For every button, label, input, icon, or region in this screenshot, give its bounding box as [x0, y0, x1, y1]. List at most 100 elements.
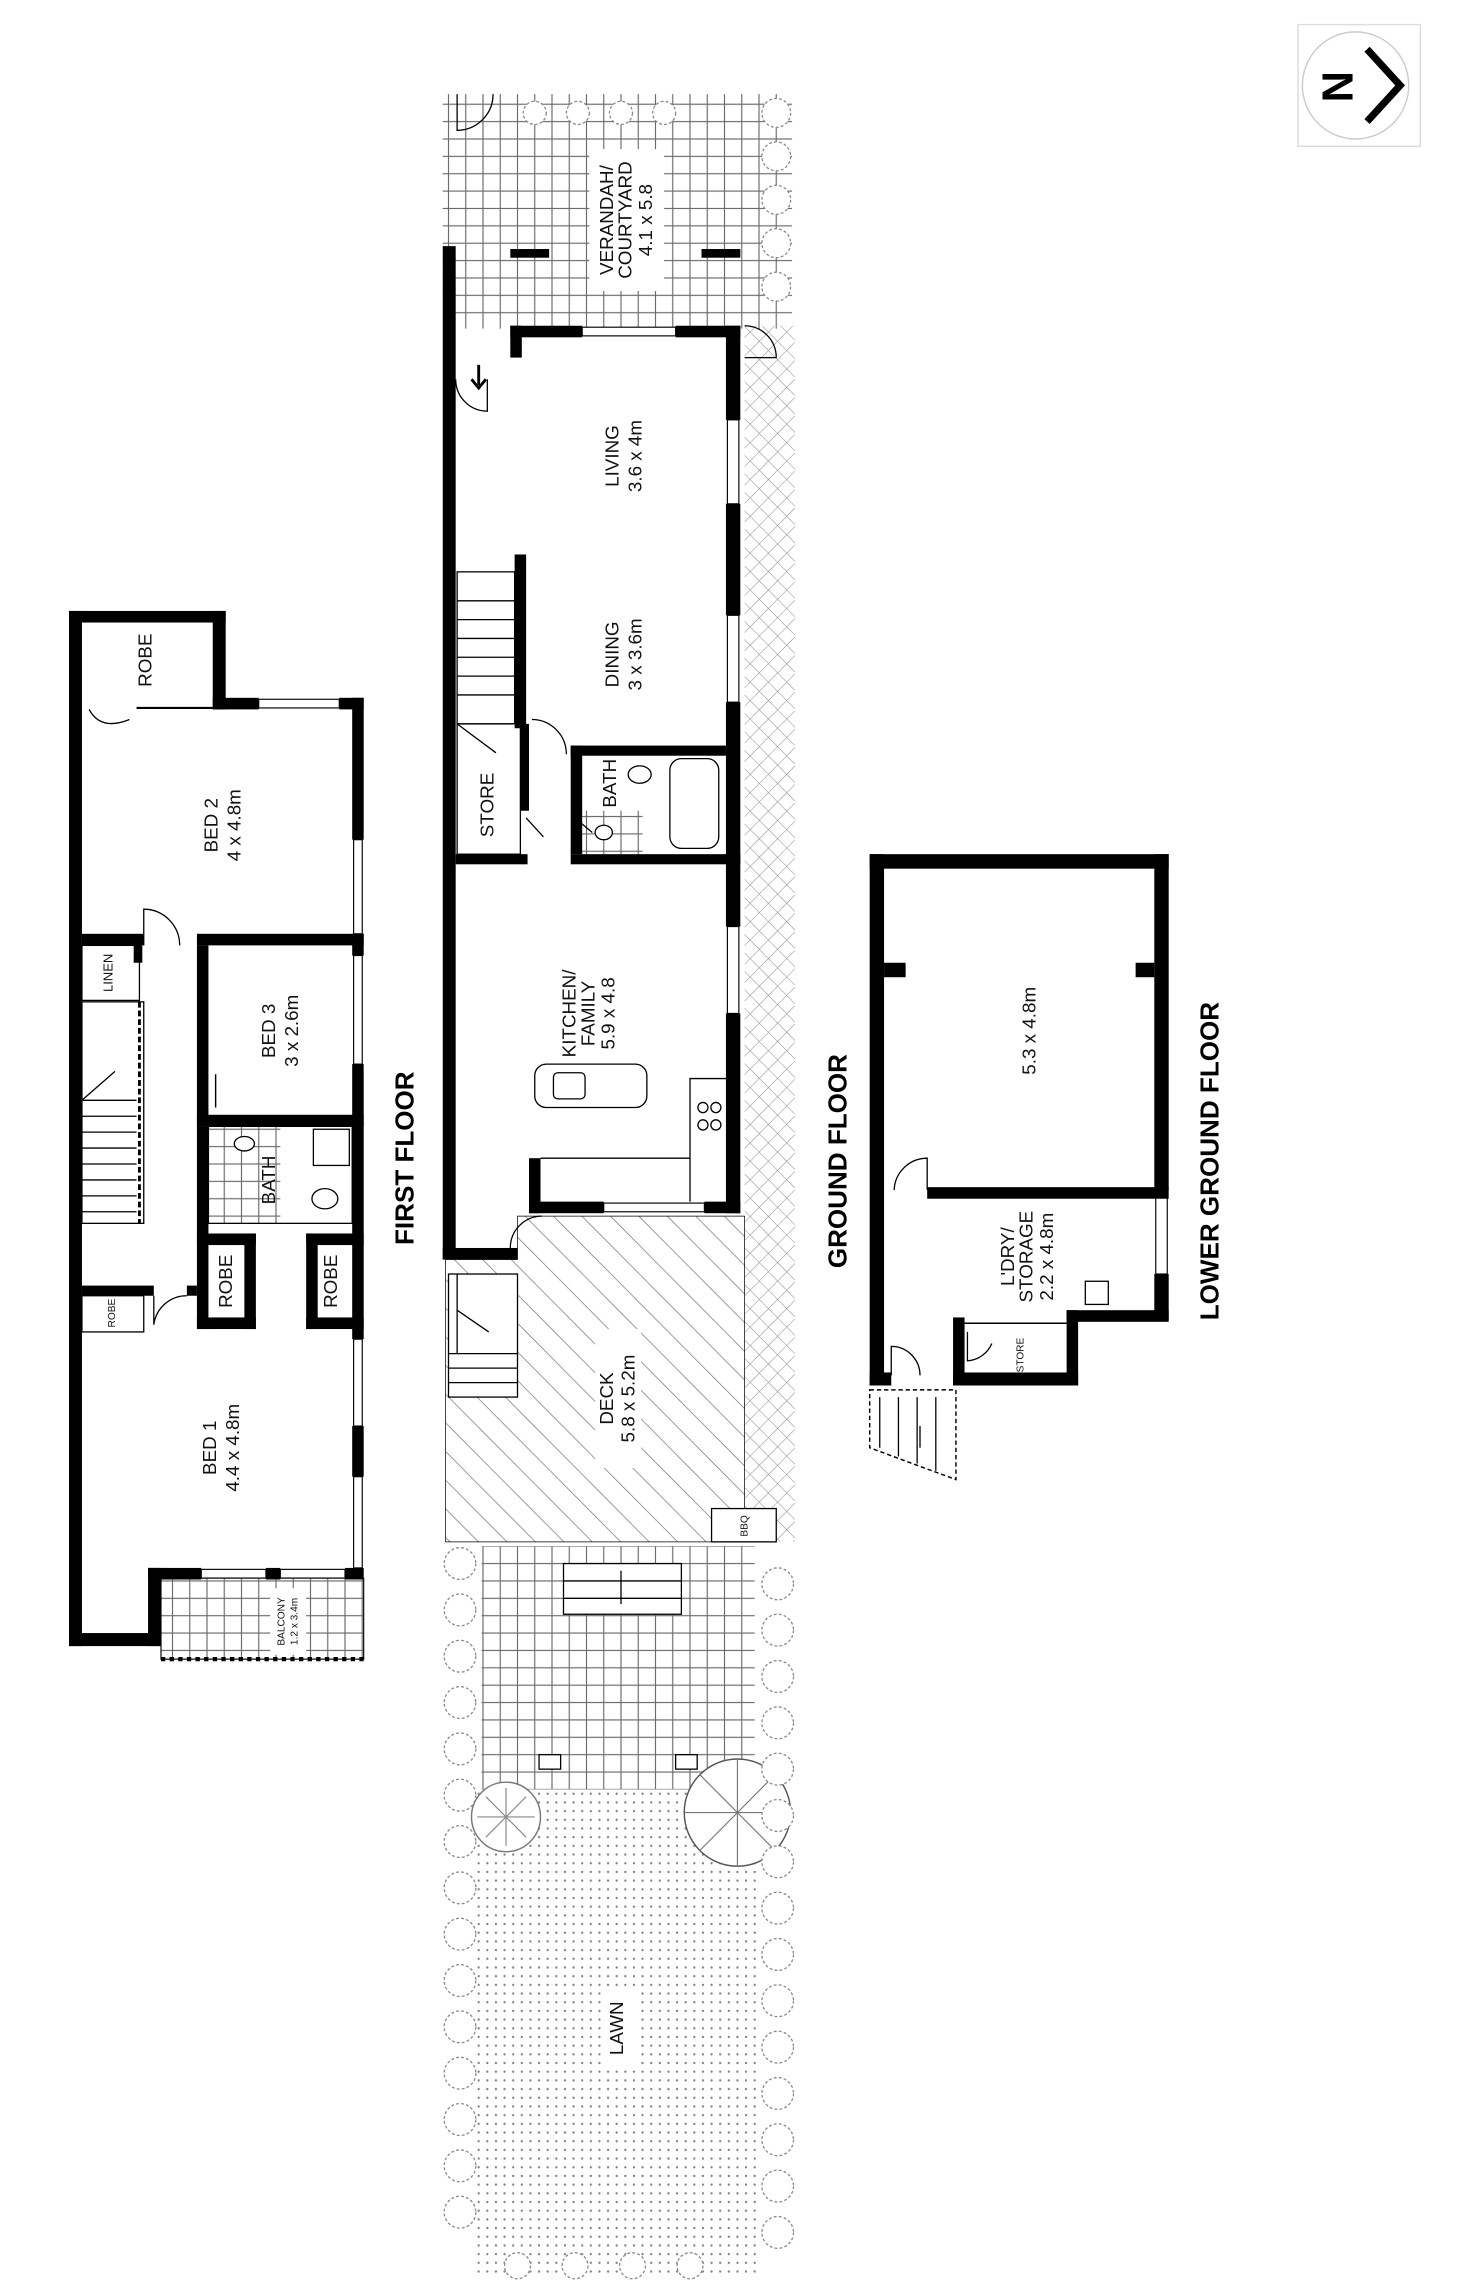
cooktop-burner: [697, 1101, 709, 1114]
garden-shrub: [443, 1732, 477, 1766]
living-name: LIVING: [602, 425, 623, 487]
wall: [81, 933, 144, 946]
wall: [81, 1285, 154, 1296]
door-swing: [890, 1345, 921, 1376]
door-swing: [455, 379, 488, 412]
garden-shrub: [443, 1917, 477, 1951]
garden-shrub: [565, 100, 591, 126]
garden-shrub: [651, 100, 677, 126]
stair-treads: [81, 1070, 137, 1213]
door-swing: [744, 325, 777, 359]
wall: [869, 854, 1169, 869]
garden-shrub: [761, 1613, 795, 1647]
wall: [352, 1064, 364, 1340]
wall: [1135, 962, 1155, 978]
kitchen-island: [534, 1063, 648, 1109]
door-swing: [893, 1157, 928, 1191]
wall: [148, 1567, 161, 1647]
deck-name: DECK: [596, 1372, 617, 1425]
garden-shrub: [443, 2102, 477, 2137]
garden-shrub: [761, 1891, 795, 1925]
garden-shrub: [761, 2076, 795, 2111]
garden-shrub: [761, 1752, 795, 1786]
deck-size: 5.8 x 5.2m: [618, 1355, 639, 1443]
window: [581, 326, 677, 337]
garden-shrub: [443, 1871, 477, 1905]
bed2-size: 4 x 4.8m: [224, 789, 245, 861]
garden-shrub: [761, 184, 792, 215]
wall: [520, 723, 529, 811]
wall: [570, 854, 741, 865]
verandah-label-box: [589, 149, 665, 291]
wall: [725, 702, 741, 927]
window: [258, 698, 340, 709]
robe-small-label: ROBE: [107, 1299, 118, 1328]
window: [200, 1568, 267, 1579]
window: [279, 1568, 346, 1579]
wall: [1154, 854, 1169, 1191]
garden-shrub: [761, 1937, 795, 1972]
first-floor-title: FIRST FLOOR: [390, 1071, 420, 1245]
wall: [306, 1233, 318, 1330]
window: [603, 1202, 705, 1213]
linen-label: LINEN: [101, 954, 116, 992]
wall: [186, 1285, 197, 1296]
step-treads: [563, 1570, 682, 1605]
wall: [455, 854, 528, 865]
wall: [953, 1372, 1079, 1386]
toilet: [311, 1187, 339, 1210]
balcony-floor: [160, 1577, 365, 1660]
garden-shrub: [676, 2252, 704, 2280]
stair-outline: [868, 1389, 957, 1481]
deck-stairs: [447, 1273, 519, 1398]
garden-shrub: [761, 1659, 795, 1694]
garden-shrub: [443, 2010, 477, 2044]
window: [353, 1476, 363, 1569]
deck-label-box: [595, 1329, 642, 1469]
wall: [339, 697, 364, 710]
plant-leaves: [477, 1787, 535, 1846]
stair-treads: [879, 1397, 937, 1471]
wall: [725, 325, 741, 420]
wall: [442, 246, 456, 1260]
first-floor-walls: [69, 610, 364, 1647]
window: [353, 839, 363, 935]
gate-post: [538, 1754, 562, 1770]
gate-post: [674, 1754, 698, 1770]
lower-ground-stairs: [868, 1389, 957, 1481]
wall: [570, 745, 583, 855]
verandah-step-mark: [701, 249, 741, 258]
wall: [196, 1114, 364, 1127]
garden-shrub: [761, 2215, 795, 2250]
window: [726, 419, 740, 505]
wall: [1154, 1274, 1169, 1321]
wall: [1066, 1310, 1079, 1386]
garden-shrub: [503, 2252, 532, 2280]
wall: [196, 1233, 209, 1330]
wall: [69, 610, 226, 623]
garden-tree: [683, 1758, 792, 1867]
garden-shrub: [761, 2123, 795, 2157]
garden-shrub: [761, 1845, 795, 1879]
verandah-step-mark: [510, 249, 550, 258]
kitchen-sink: [552, 1072, 586, 1100]
garden-shrub: [443, 2056, 477, 2090]
garden-shrub: [443, 1963, 477, 1998]
wall: [510, 325, 522, 358]
wall: [869, 1372, 892, 1386]
wall: [1066, 1310, 1169, 1322]
compass: N: [1297, 23, 1421, 147]
wall: [442, 1247, 518, 1260]
wall: [514, 554, 527, 729]
entry-arrow: [470, 364, 487, 391]
garden-shrub: [618, 2252, 647, 2280]
wall: [884, 962, 906, 978]
wall: [704, 1201, 741, 1214]
wall: [212, 697, 259, 710]
wall: [352, 1426, 364, 1477]
laundry-size: 2.2 x 4.8m: [1036, 1213, 1057, 1301]
bbq: [710, 1507, 777, 1543]
door-swing: [509, 1215, 542, 1248]
wall: [529, 1201, 604, 1214]
door-swing: [88, 709, 181, 946]
